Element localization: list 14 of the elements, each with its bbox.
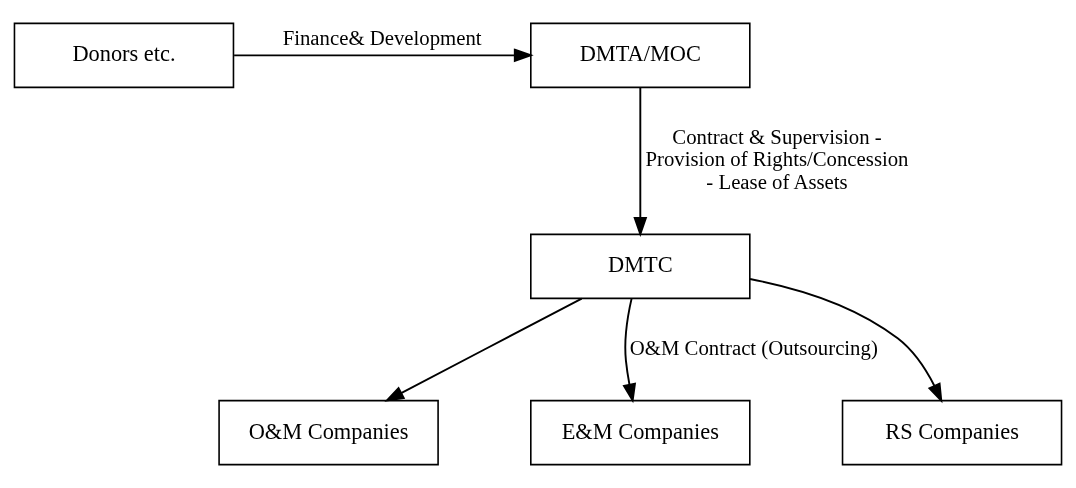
node-box: E&M Companies — [530, 399, 751, 466]
arrow — [622, 297, 637, 404]
arrow — [233, 48, 534, 63]
edge-label: Contract & Supervision - Provision of Rights/Concession - Lease of Assets — [645, 124, 909, 193]
arrow — [384, 297, 583, 402]
node-box: O&M Companies — [218, 399, 439, 466]
node-box: DMTC — [530, 233, 751, 300]
edge-label: Finance& Development — [282, 25, 482, 49]
node-box: RS Companies — [841, 399, 1063, 466]
edge-label: O&M Contract (Outsourcing) — [629, 335, 878, 359]
node-box: Donors etc. — [13, 22, 235, 89]
arrow — [633, 86, 648, 237]
node-box: DMTA/MOC — [530, 22, 751, 89]
arrow — [749, 278, 943, 404]
